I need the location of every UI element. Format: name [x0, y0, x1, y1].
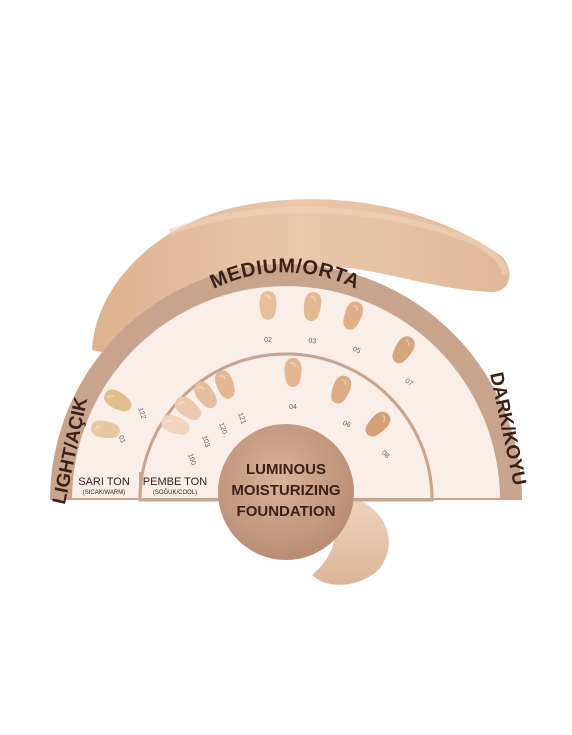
swatch-07 [392, 336, 415, 364]
swatch-04 [284, 358, 302, 387]
warm-tone-title: SARI TON [78, 476, 130, 488]
swatch-07-highlight [405, 339, 410, 347]
swatch-121-shape [215, 370, 235, 399]
swatch-code-100: 100 [186, 453, 197, 466]
swatch-120 [193, 381, 217, 409]
center-disc [218, 424, 354, 560]
foundation-smear-bottom [312, 495, 389, 585]
swatch-08-highlight [382, 414, 386, 423]
swatch-120-highlight [197, 386, 205, 390]
swatch-122-shape [104, 389, 132, 412]
swatch-100-shape [161, 415, 190, 435]
swatch-code-121: 121 [236, 412, 247, 425]
swatch-05-highlight [353, 304, 358, 312]
swatch-103-shape [174, 396, 201, 420]
warm-tone-sub: (SICAK/WARM) [83, 490, 125, 496]
swatch-code-06: 06 [342, 420, 352, 429]
swatch-02-shape [259, 291, 277, 320]
swatch-code-04: 04 [289, 404, 297, 411]
swatch-103-highlight [177, 401, 186, 406]
swatch-03-highlight [310, 295, 316, 302]
swatch-06 [331, 375, 352, 404]
swatch-121-highlight [218, 374, 226, 380]
foundation-smear-top [92, 199, 510, 356]
swatch-08-shape [365, 411, 391, 437]
swatch-04-highlight [289, 361, 296, 368]
swatch-code-03: 03 [308, 338, 317, 346]
swatch-code-103: 103 [200, 435, 211, 448]
swatch-code-05: 05 [352, 346, 362, 355]
swatch-01-highlight [94, 425, 101, 432]
foundation-smear-stroke [168, 206, 508, 276]
swatch-04-shape [284, 358, 302, 387]
swatch-code-01: 01 [117, 435, 126, 445]
swatch-122 [104, 389, 132, 412]
swatch-103 [174, 396, 201, 420]
swatch-03-shape [303, 292, 322, 321]
swatch-code-07: 07 [404, 378, 414, 388]
swatch-01-shape [91, 420, 120, 439]
swatch-05-shape [343, 301, 363, 330]
center-label-line1: LUMINOUS [246, 461, 326, 478]
swatch-code-122: 122 [136, 407, 147, 420]
swatch-code-02: 02 [264, 337, 272, 344]
swatch-06-shape [331, 375, 352, 404]
swatch-08 [365, 411, 391, 437]
swatch-100 [161, 415, 190, 435]
cool-tone-sub: (SOĞUK/COOL) [153, 489, 197, 496]
swatch-121 [215, 370, 235, 399]
swatch-02 [259, 291, 277, 320]
swatch-code-120: 120 [217, 422, 228, 435]
swatch-122-highlight [107, 394, 115, 399]
swatch-02-highlight [264, 294, 271, 301]
swatch-06-highlight [341, 379, 347, 386]
center-label-line3: FOUNDATION [237, 503, 336, 520]
swatch-code-08: 08 [380, 450, 391, 461]
swatch-01 [91, 420, 120, 439]
cool-tone-title: PEMBE TON [143, 476, 207, 488]
swatch-03 [303, 292, 322, 321]
swatch-120-shape [193, 381, 217, 409]
swatch-100-highlight [164, 420, 172, 425]
swatch-07-shape [392, 336, 415, 364]
center-label-line2: MOISTURIZING [231, 482, 340, 499]
swatch-05 [343, 301, 363, 330]
